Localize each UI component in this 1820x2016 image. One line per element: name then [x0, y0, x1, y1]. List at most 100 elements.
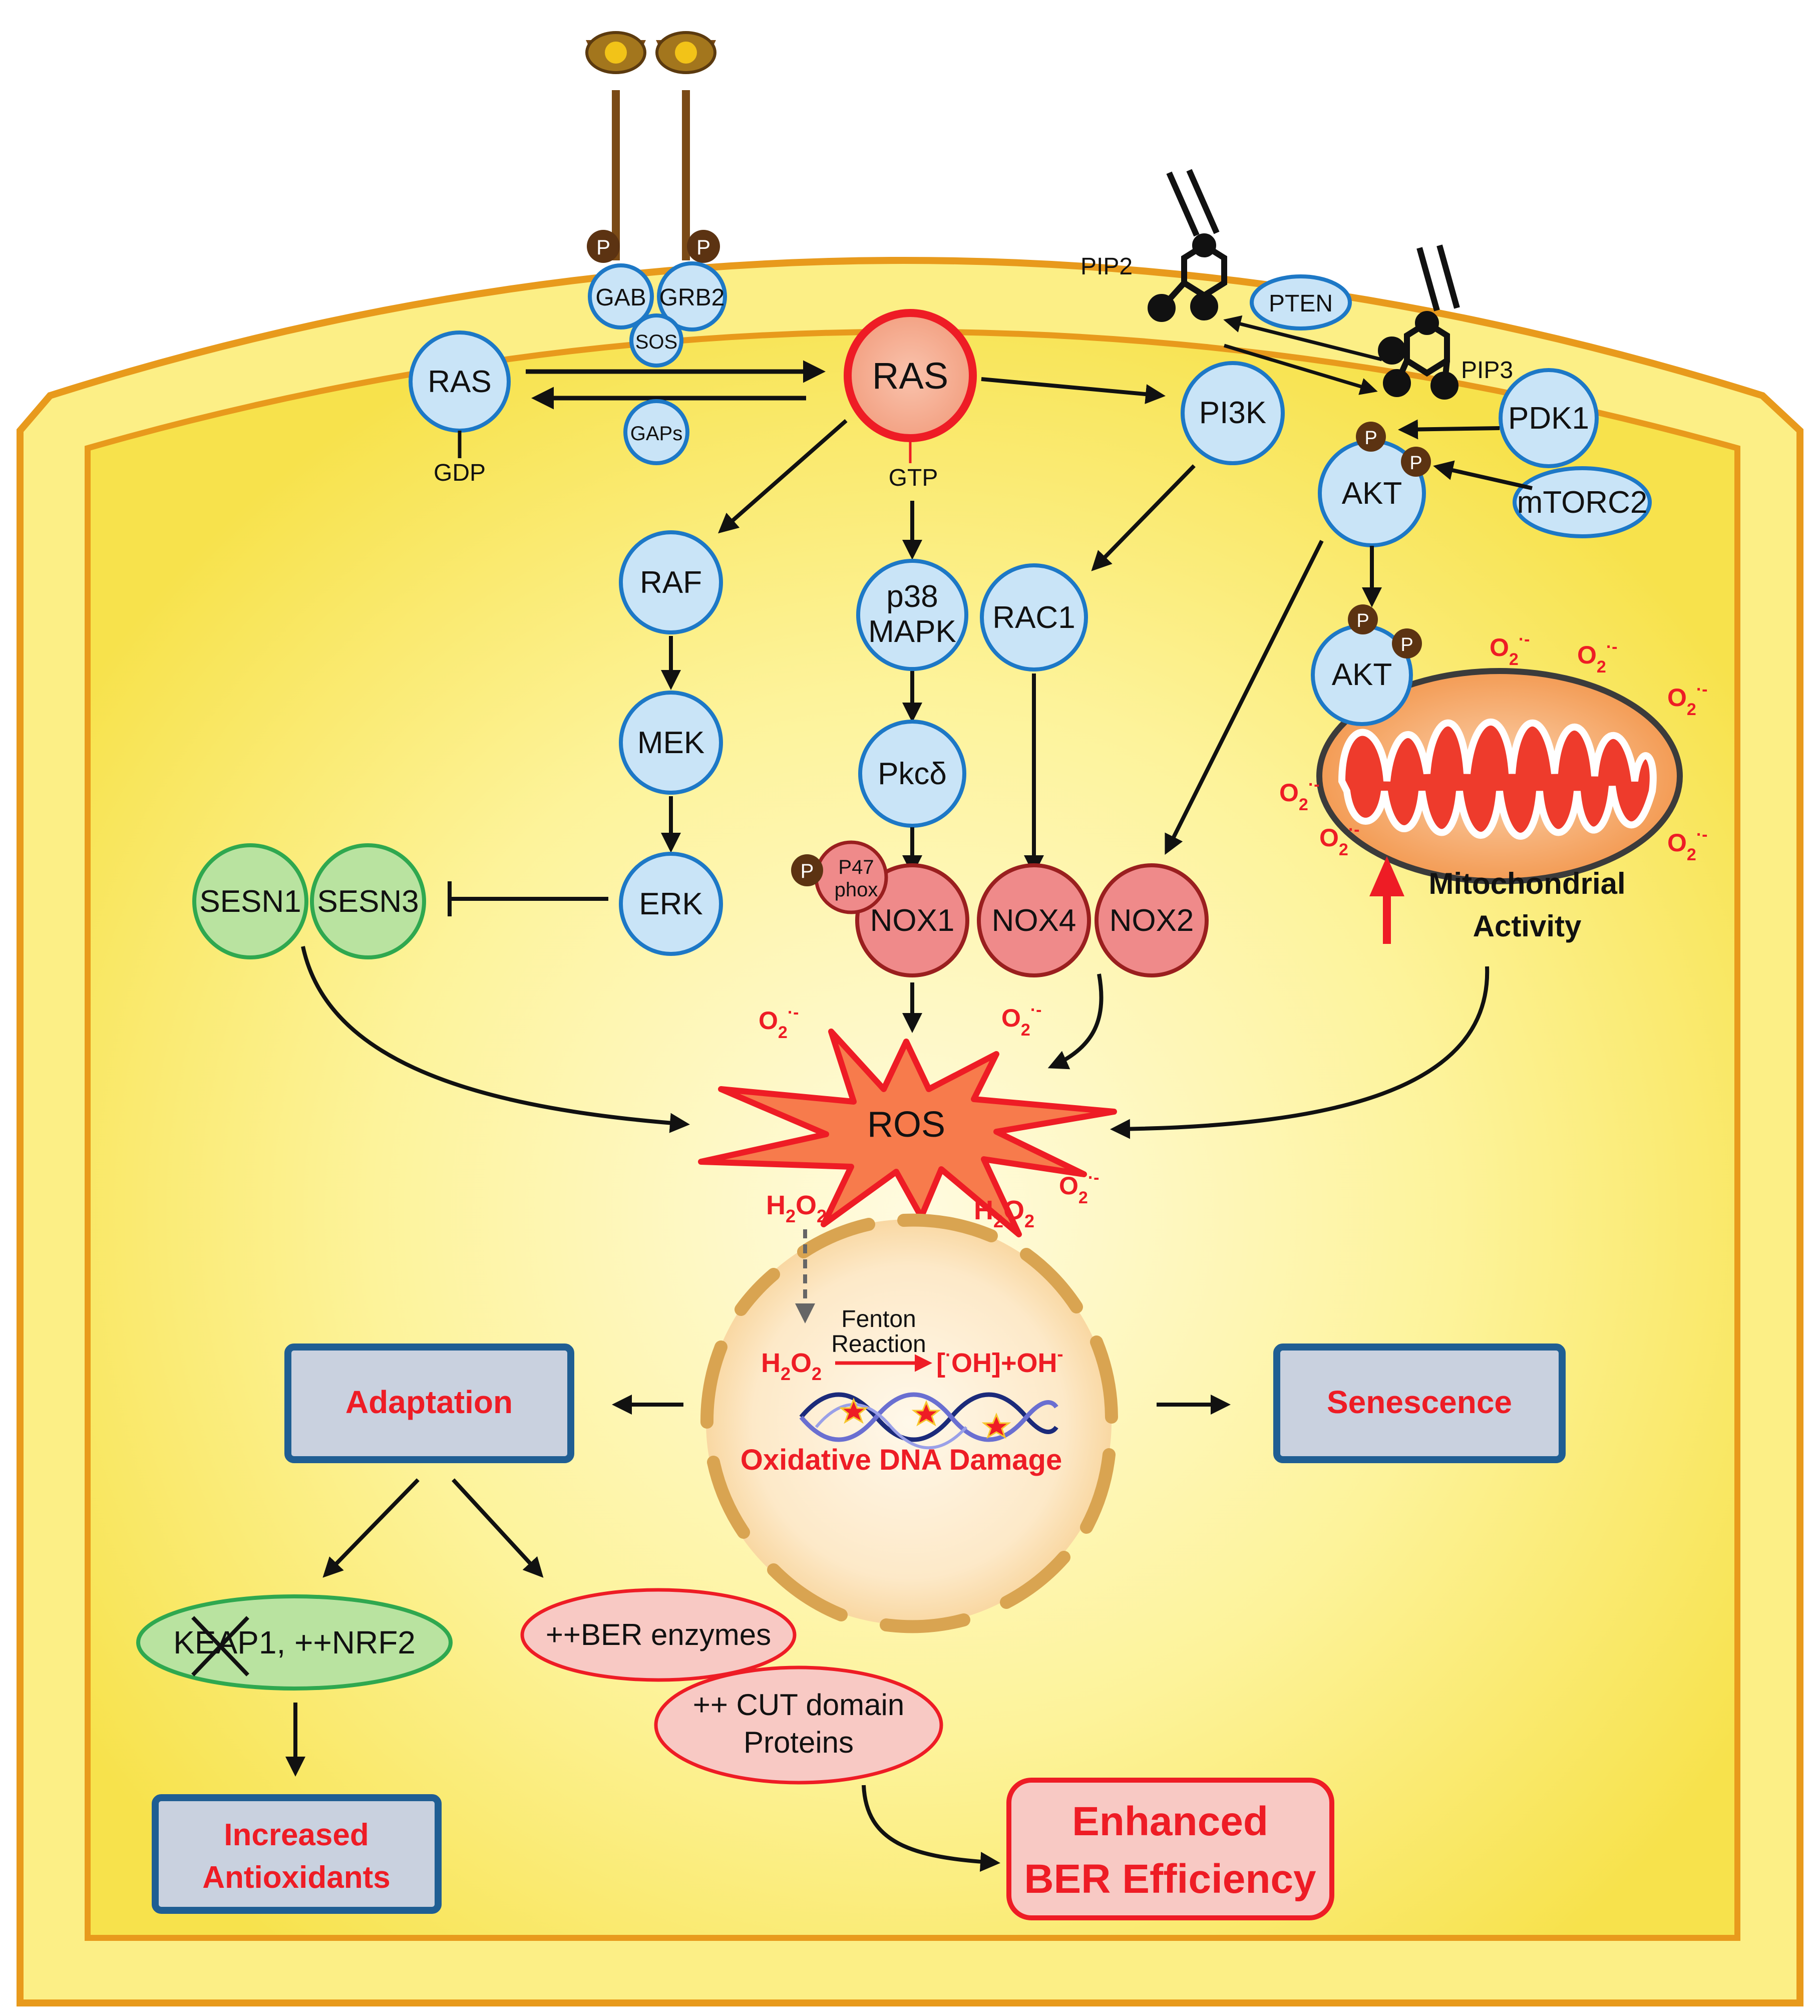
superoxide-label: O2·- [1279, 775, 1319, 814]
svg-text:O2·-: O2·- [1319, 820, 1359, 859]
arrow-adaptation-to-ber [452, 1478, 544, 1578]
svg-text:Increased: Increased [224, 1818, 369, 1852]
arrow-mito-to-ros [1110, 966, 1490, 1139]
superoxide-label: O2·- [1667, 680, 1707, 719]
svg-text:P: P [1400, 634, 1413, 655]
svg-text:GAPs: GAPs [630, 423, 682, 445]
node-p47-phox: P47 phox [814, 840, 888, 914]
pip3-lipid-icon [1378, 244, 1460, 400]
arrow-cut-to-ber-efficiency [862, 1785, 1000, 1872]
label-fenton-reaction: Reaction [831, 1331, 926, 1358]
svg-text:P: P [696, 235, 710, 259]
svg-text:mTORC2: mTORC2 [1517, 485, 1648, 520]
arrow-nox-to-ros [1047, 973, 1104, 1070]
svg-text:O2·-: O2·- [759, 1003, 799, 1042]
svg-text:O2·-: O2·- [1667, 680, 1707, 719]
node-cut-domain: ++ CUT domain Proteins [654, 1665, 943, 1785]
superoxide-label: O2·- [1490, 630, 1530, 669]
svg-text:SESN3: SESN3 [317, 884, 419, 919]
svg-text:ROS: ROS [867, 1105, 945, 1145]
svg-text:phox: phox [835, 879, 878, 901]
h2o2-label: H2O2 [974, 1195, 1034, 1231]
node-nox4: NOX4 [977, 863, 1091, 977]
label-pip3: PIP3 [1461, 357, 1513, 384]
label-gtp: GTP [889, 465, 938, 491]
svg-text:++ CUT domain: ++ CUT domain [693, 1688, 904, 1722]
svg-text:++BER enzymes: ++BER enzymes [546, 1618, 771, 1651]
svg-text:P: P [1364, 428, 1377, 449]
svg-text:NOX2: NOX2 [1110, 903, 1194, 938]
box-increased-antioxidants: Increased Antioxidants [152, 1794, 442, 1914]
mito-activity-up-arrow [1369, 856, 1404, 944]
svg-text:O2·-: O2·- [1279, 775, 1319, 814]
superoxide-label: O2·- [1319, 820, 1359, 859]
svg-text:P: P [1356, 610, 1369, 631]
node-keap1-nrf2: KEAP1, ++NRF2 [136, 1594, 453, 1691]
svg-text:[·OH]+OH-: [·OH]+OH- [936, 1343, 1063, 1378]
superoxide-label: O2·- [1667, 825, 1707, 864]
box-enhanced-ber-efficiency: Enhanced BER Efficiency [1006, 1778, 1334, 1920]
label-mito-activity: Mitochondrial [1428, 867, 1625, 900]
node-sesn1: SESN1 [192, 843, 308, 959]
svg-text:P: P [596, 235, 610, 259]
node-ras-inactive: RAS [409, 330, 511, 433]
arrow-ras-to-pi3k [981, 377, 1166, 404]
superoxide-label: O2·- [1577, 637, 1617, 677]
svg-text:NOX4: NOX4 [992, 903, 1076, 938]
h2o2-label: H2O2 [761, 1348, 822, 1384]
node-gab: GAB [588, 263, 654, 329]
arrow-pdk1-to-akt [1398, 419, 1500, 440]
phospho-akt-mito-2: P [1392, 628, 1422, 658]
svg-text:O2·-: O2·- [1667, 825, 1707, 864]
node-mtorc2: mTORC2 [1513, 466, 1652, 538]
node-grb2: GRB2 [657, 261, 727, 331]
hydroxyl-products: [·OH]+OH- [936, 1343, 1063, 1378]
svg-text:BER Efficiency: BER Efficiency [1024, 1856, 1316, 1902]
node-nox1: NOX1 [855, 863, 969, 977]
arrow-pip2-to-pip3 [1223, 344, 1378, 395]
svg-text:O2·-: O2·- [1577, 637, 1617, 677]
label-oxidative-dna-damage: Oxidative DNA Damage [741, 1444, 1062, 1476]
svg-text:AKT: AKT [1342, 476, 1402, 511]
arrow-pip3-to-pip2 [1223, 315, 1382, 362]
arrow-akt-to-nox2 [1165, 540, 1324, 855]
svg-text:P: P [1409, 453, 1422, 474]
node-gaps: GAPs [623, 399, 689, 465]
svg-text:NOX1: NOX1 [870, 903, 955, 938]
svg-text:RAS: RAS [872, 355, 948, 397]
node-raf: RAF [619, 530, 723, 634]
h2o2-label: H2O2 [766, 1190, 827, 1226]
svg-text:SESN1: SESN1 [199, 884, 301, 919]
arrow-pi3k-to-rac1 [1091, 464, 1196, 571]
inhibition-erk-to-sesn [448, 881, 608, 916]
svg-text:MAPK: MAPK [868, 614, 956, 649]
node-pi3k: PI3K [1181, 361, 1285, 465]
svg-text:GAB: GAB [595, 284, 646, 311]
pip2-lipid-icon [1148, 169, 1227, 322]
phospho-akt-2: P [1401, 447, 1431, 477]
svg-text:O2·-: O2·- [1001, 1000, 1041, 1040]
svg-text:RAS: RAS [428, 365, 491, 399]
box-senescence: Senescence [1273, 1343, 1566, 1463]
node-erk: ERK [619, 852, 723, 956]
node-sos: SOS [629, 313, 683, 368]
superoxide-label: O2·- [759, 1003, 799, 1042]
phospho-akt-1: P [1356, 422, 1386, 452]
svg-text:KEAP1, ++NRF2: KEAP1, ++NRF2 [173, 1624, 416, 1660]
svg-text:PDK1: PDK1 [1508, 401, 1589, 436]
node-pdk1: PDK1 [1499, 368, 1599, 468]
node-p38-mapk: p38 MAPK [856, 559, 968, 671]
node-sesn3: SESN3 [310, 843, 426, 959]
mitochondrion [1316, 668, 1683, 884]
svg-text:O2·-: O2·- [1490, 630, 1530, 669]
box-adaptation: Adaptation [284, 1343, 574, 1463]
dna-lesion-icon [839, 1398, 1011, 1439]
node-mek: MEK [619, 691, 723, 795]
label-gdp: GDP [434, 460, 486, 486]
svg-text:Senescence: Senescence [1327, 1384, 1512, 1420]
node-ras-active: RAS [844, 309, 977, 442]
arrow-adaptation-to-keap [322, 1478, 420, 1578]
svg-text:Antioxidants: Antioxidants [202, 1860, 390, 1895]
svg-text:P47: P47 [838, 856, 874, 878]
node-pkc-delta: Pkcδ [858, 720, 966, 828]
